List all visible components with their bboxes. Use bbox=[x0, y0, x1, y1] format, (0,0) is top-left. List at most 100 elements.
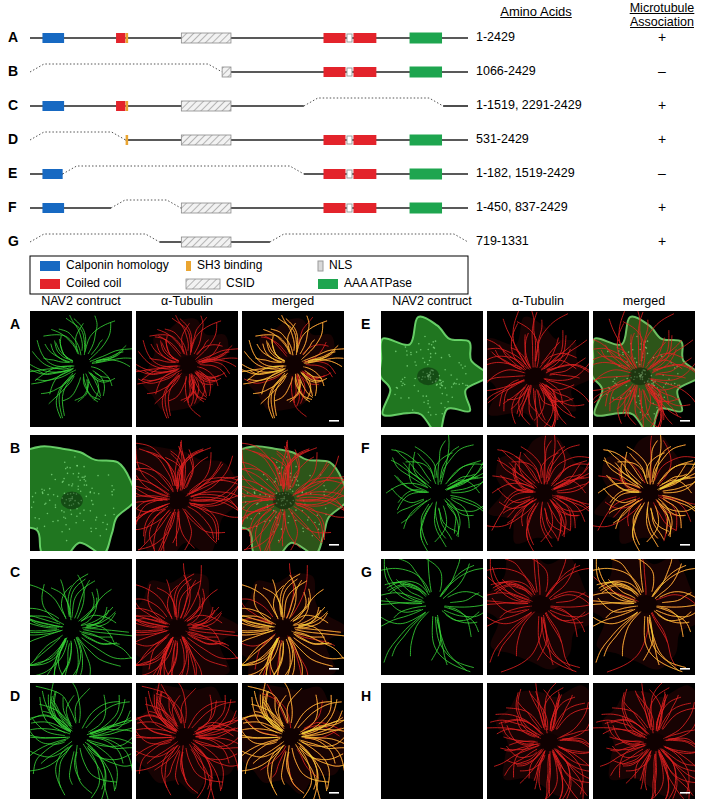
construct-filament bbox=[616, 500, 639, 528]
construct-filament bbox=[284, 683, 292, 723]
speckle bbox=[55, 504, 57, 506]
construct-filament bbox=[401, 499, 430, 523]
construct-filament bbox=[89, 323, 111, 360]
speckle bbox=[410, 352, 412, 354]
construct-filament bbox=[91, 367, 112, 386]
microtubule bbox=[242, 510, 276, 530]
speckle bbox=[79, 513, 81, 515]
construct-filament bbox=[242, 619, 269, 632]
construct-filament bbox=[381, 600, 422, 603]
cell-body bbox=[487, 317, 589, 427]
speckle bbox=[92, 504, 94, 506]
construct-filament bbox=[70, 579, 85, 620]
speckle bbox=[402, 378, 404, 380]
domain-box bbox=[116, 101, 125, 111]
construct-filament bbox=[437, 617, 447, 665]
microtubule bbox=[155, 746, 180, 770]
construct-filament bbox=[242, 745, 284, 771]
speckle bbox=[89, 492, 91, 494]
nucleus bbox=[167, 619, 189, 637]
construct-filament bbox=[420, 506, 434, 551]
construct-filament bbox=[654, 445, 686, 478]
construct-filament bbox=[275, 377, 293, 400]
microtubule bbox=[139, 740, 172, 774]
speckle bbox=[460, 364, 462, 366]
microtubule bbox=[242, 500, 269, 511]
micrographs bbox=[0, 310, 708, 806]
construct-filament bbox=[30, 631, 61, 635]
construct-filament bbox=[305, 738, 335, 764]
protein-line bbox=[443, 105, 468, 107]
construct-filament bbox=[441, 435, 449, 484]
construct-filament bbox=[399, 559, 430, 593]
microtubule bbox=[136, 638, 166, 675]
microtubule bbox=[184, 449, 193, 489]
microtubule bbox=[654, 503, 677, 531]
construct-filament bbox=[258, 638, 279, 675]
microtubule bbox=[270, 639, 284, 675]
microtubule bbox=[136, 364, 180, 372]
deletion-line bbox=[30, 132, 126, 140]
construct-filament bbox=[33, 740, 66, 774]
construct-filament bbox=[243, 722, 283, 733]
scale-bar bbox=[329, 544, 339, 546]
microtubule bbox=[640, 385, 651, 420]
micrograph-panel bbox=[358, 529, 494, 675]
speckle bbox=[100, 535, 102, 537]
nucleus bbox=[417, 367, 439, 385]
speckle bbox=[424, 336, 426, 338]
construct-filament bbox=[242, 595, 274, 627]
speckle bbox=[462, 367, 464, 369]
speckle bbox=[447, 401, 449, 403]
construct-filament bbox=[448, 464, 483, 481]
microtubule bbox=[184, 637, 227, 667]
microtubule bbox=[194, 316, 203, 354]
domain-box bbox=[126, 135, 129, 145]
construct-filament bbox=[62, 375, 74, 416]
construct-filament bbox=[30, 638, 60, 675]
construct-filament bbox=[653, 435, 661, 484]
cell-image bbox=[487, 311, 589, 427]
speckle bbox=[394, 394, 396, 396]
speckle bbox=[95, 519, 97, 521]
construct-filament bbox=[395, 475, 428, 492]
speckle bbox=[418, 343, 420, 345]
construct-filament bbox=[242, 640, 278, 665]
microtubule bbox=[552, 499, 566, 536]
speckle bbox=[106, 529, 108, 531]
domain-box bbox=[181, 237, 231, 247]
micrograph-panel bbox=[227, 682, 356, 800]
construct-filament bbox=[69, 751, 73, 784]
construct-filament bbox=[432, 616, 470, 671]
microtubule bbox=[556, 495, 589, 516]
domain-box bbox=[353, 67, 376, 77]
cell-body bbox=[136, 446, 238, 551]
domain-diagrams bbox=[30, 33, 468, 248]
speckle bbox=[450, 374, 452, 376]
microtubule bbox=[242, 638, 272, 675]
construct-filament bbox=[87, 613, 116, 628]
domain-box bbox=[353, 33, 376, 43]
construct-filament bbox=[263, 329, 289, 353]
speckle bbox=[439, 387, 441, 389]
microtubule bbox=[182, 752, 198, 793]
microtubule bbox=[197, 340, 208, 355]
speckle bbox=[62, 480, 64, 482]
speckle bbox=[91, 531, 93, 533]
microtubule bbox=[187, 452, 211, 494]
speckle bbox=[417, 390, 419, 392]
protein-line bbox=[30, 37, 468, 39]
microtubule bbox=[188, 598, 203, 625]
speckle bbox=[53, 494, 55, 496]
domain-box bbox=[42, 101, 64, 111]
cell-image bbox=[381, 559, 483, 672]
speckle bbox=[76, 465, 78, 467]
scale-bar bbox=[329, 792, 339, 794]
microtubule bbox=[299, 476, 344, 506]
speckle bbox=[422, 357, 424, 359]
microtubule bbox=[487, 381, 522, 411]
construct-filament bbox=[242, 611, 272, 624]
speckle bbox=[454, 382, 456, 384]
cell-image bbox=[30, 446, 132, 551]
speckle bbox=[113, 489, 115, 491]
